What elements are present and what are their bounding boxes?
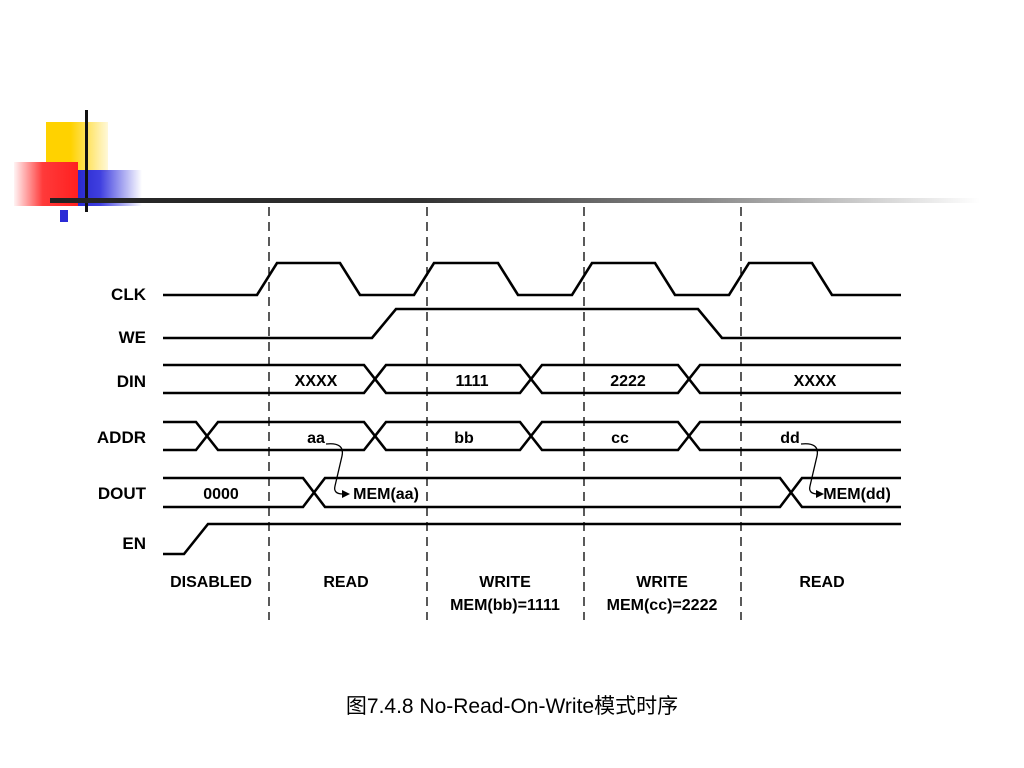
din-value-1: XXXX xyxy=(295,373,338,390)
phase-sub-write-1: MEM(bb)=1111 xyxy=(450,597,560,614)
phase-label-write-1: WRITE xyxy=(479,574,531,591)
waveforms xyxy=(163,261,901,556)
decor-vertical-line xyxy=(85,110,88,212)
addr-value-aa: aa xyxy=(307,430,325,447)
bullet-square-icon xyxy=(60,210,68,222)
signal-label-dout: DOUT xyxy=(98,484,147,503)
dout-value-mem-aa: MEM(aa) xyxy=(353,486,419,503)
title-underline xyxy=(50,198,980,203)
arrow-head-dd-icon xyxy=(816,490,824,498)
dout-value-mem-dd: MEM(dd) xyxy=(823,486,891,503)
we-waveform xyxy=(163,307,901,340)
clk-waveform xyxy=(163,261,901,297)
din-bus-line-b xyxy=(163,363,901,395)
phase-label-write-2: WRITE xyxy=(636,574,688,591)
phase-label-read-1: READ xyxy=(323,574,368,591)
dout-value-0000: 0000 xyxy=(203,486,239,503)
din-value-2: 1111 xyxy=(456,373,489,390)
addr-bus-line-b xyxy=(163,420,901,452)
dout-bus-line-a xyxy=(163,476,901,509)
phase-label-disabled: DISABLED xyxy=(170,574,252,591)
signal-label-addr: ADDR xyxy=(97,428,146,447)
phase-sub-write-2: MEM(cc)=2222 xyxy=(607,597,718,614)
figure-caption: 图7.4.8 No-Read-On-Write模式时序 xyxy=(345,695,679,718)
signal-label-clk: CLK xyxy=(111,285,147,304)
signal-label-din: DIN xyxy=(117,372,146,391)
en-waveform xyxy=(163,522,901,556)
signal-label-en: EN xyxy=(122,534,146,553)
din-value-4: XXXX xyxy=(794,373,837,390)
signal-label-we: WE xyxy=(119,328,146,347)
phase-dividers xyxy=(268,207,742,620)
addr-value-dd: dd xyxy=(780,430,800,447)
addr-value-cc: cc xyxy=(611,430,629,447)
dout-bus-line-b xyxy=(163,476,901,509)
arrow-head-aa-icon xyxy=(342,490,350,498)
arrow-dd-to-mem xyxy=(800,443,820,495)
phase-label-read-2: READ xyxy=(799,574,844,591)
din-value-3: 2222 xyxy=(610,373,646,390)
addr-value-bb: bb xyxy=(454,430,474,447)
arrow-aa-to-mem xyxy=(325,443,346,495)
